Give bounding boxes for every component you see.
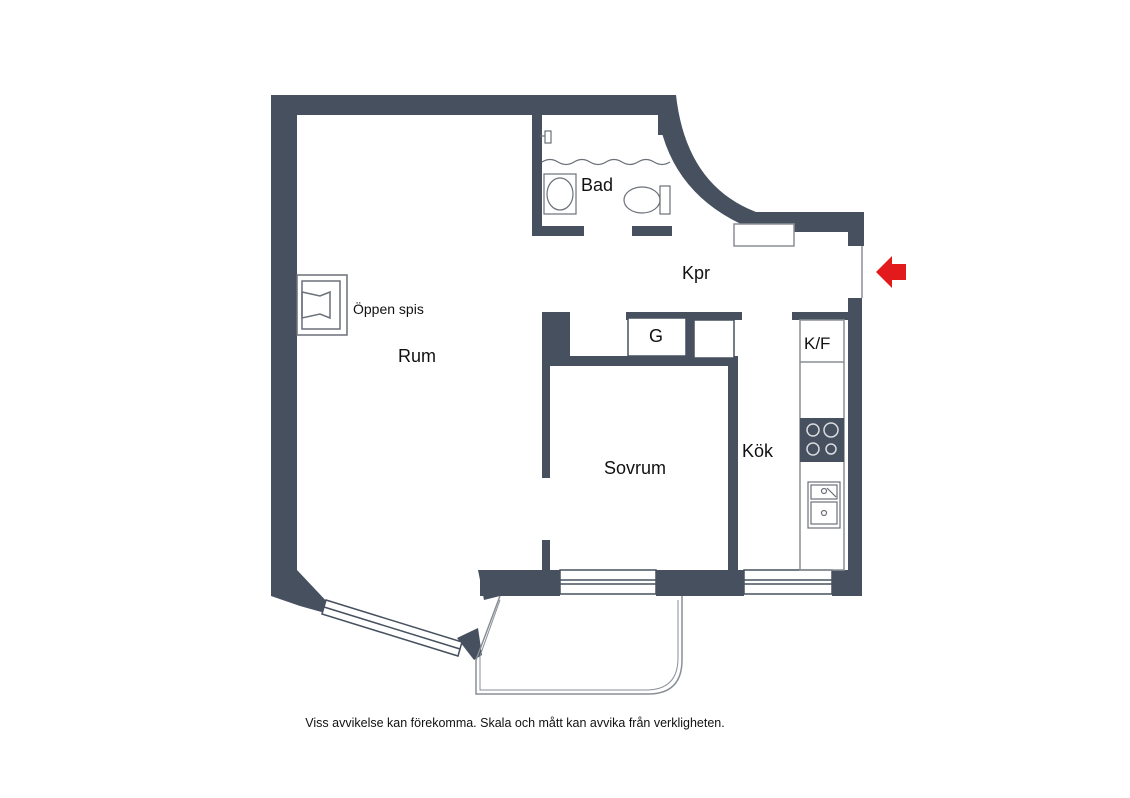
room-label-g: G (649, 326, 663, 346)
closet-g (627, 317, 735, 359)
room-label-kpr: Kpr (682, 263, 710, 283)
room-label-kf: K/F (804, 334, 830, 353)
interior-walls (532, 115, 848, 570)
sink-icon (807, 481, 841, 529)
exterior-walls (271, 95, 864, 660)
washbasin-icon (543, 173, 577, 215)
shower-curtain (541, 158, 671, 166)
hall-shelf (733, 223, 795, 247)
window-kok (743, 569, 833, 595)
stove-icon (800, 418, 844, 462)
room-label-rum: Rum (398, 346, 436, 366)
toilet-icon (623, 185, 671, 215)
room-label-kok: Kök (742, 441, 774, 461)
entrance-arrow-icon (876, 256, 906, 288)
disclaimer: Viss avvikelse kan förekomma. Skala och … (305, 716, 725, 730)
balcony (475, 595, 683, 695)
window-sovrum (559, 569, 657, 595)
room-label-oppen-spis: Öppen spis (353, 300, 424, 317)
shower-head-icon (540, 130, 552, 144)
fireplace-icon (296, 274, 348, 336)
bay-window (321, 599, 463, 657)
room-label-bad: Bad (581, 175, 613, 195)
room-label-sovrum: Sovrum (604, 458, 666, 478)
